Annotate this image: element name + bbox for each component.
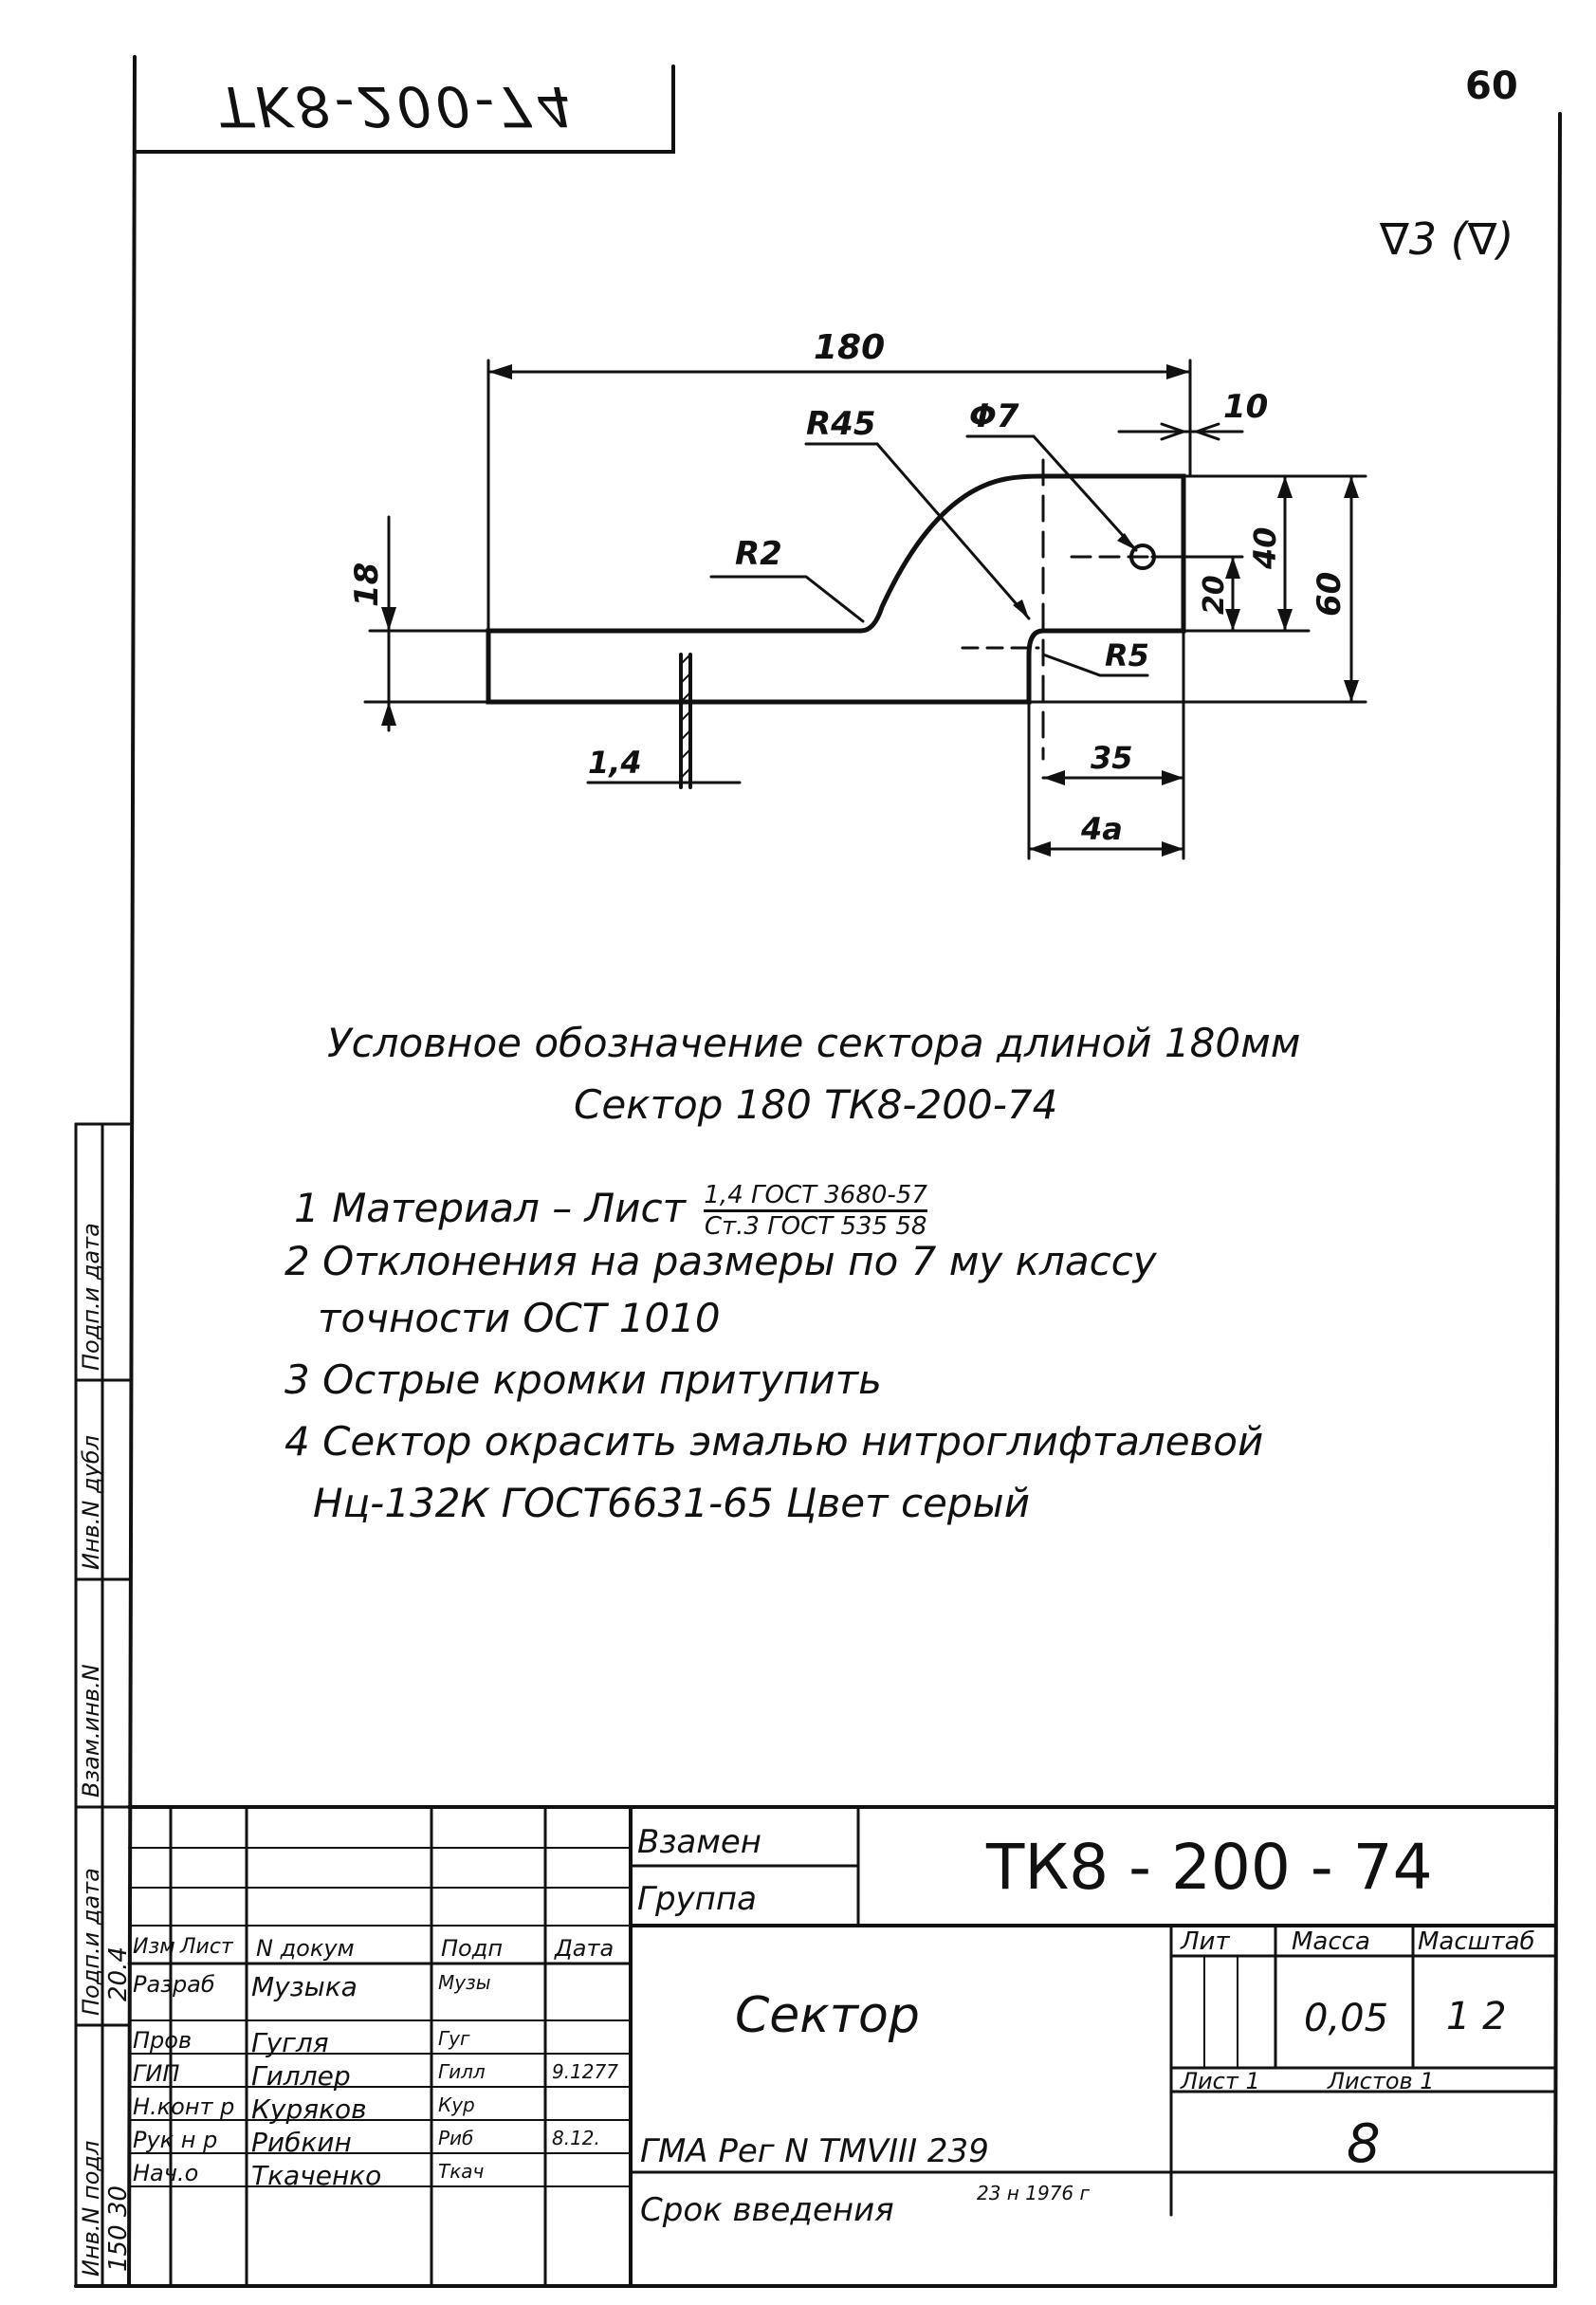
- part-outline: [486, 473, 1186, 705]
- signature-role: Нач.о: [133, 2160, 199, 2186]
- material-numerator: 1,4 ГОСТ 3680-57: [704, 1181, 927, 1212]
- dim-r5-text: R5: [1105, 637, 1149, 673]
- dim-arrows: [381, 364, 1359, 857]
- dim-10-arrow-r: [1160, 422, 1185, 441]
- signature-date: 8.12.: [552, 2127, 600, 2149]
- tb-doc-code: ТК8 - 200 - 74: [986, 1831, 1433, 1904]
- dim-r2-text: R2: [735, 535, 782, 573]
- signature-name: Гугля: [251, 2027, 329, 2058]
- note-item-4-line-1: 4 Сектор окрасить эмалью нитроглифталево…: [284, 1418, 1264, 1465]
- tb-sheet-label: Лист 1: [1181, 2068, 1260, 2094]
- note-item-2-line-1: 2 Отклонения на размеры по 7 му классу: [284, 1238, 1157, 1284]
- side-label-inv-podl: Инв.N подл: [78, 2140, 104, 2277]
- dim-20-text: 20: [1198, 575, 1231, 615]
- side-label-inv-dubl: Инв.N дубл: [78, 1435, 104, 1570]
- leader-r5: [1041, 653, 1149, 677]
- dim-r45-text: R45: [806, 405, 876, 443]
- dim-35-text: 35: [1091, 740, 1133, 776]
- note-item-1: 1 Материал – Лист 1,4 ГОСТ 3680-57 Ст.3 …: [294, 1181, 927, 1241]
- note-item-4-line-2: Нц-132К ГОСТ6631-65 Цвет серый: [313, 1480, 1030, 1526]
- material-denominator: Ст.3 ГОСТ 535 58: [704, 1212, 927, 1241]
- signature-role: Разраб: [133, 1971, 215, 1998]
- tb-gruppa: Группа: [637, 1880, 757, 1918]
- signature-sign: Музы: [438, 1971, 491, 1994]
- signature-name: Рибкин: [251, 2127, 352, 2158]
- signature-sign: Кур: [438, 2093, 475, 2116]
- signature-sign: Гуг: [438, 2027, 470, 2050]
- side-value-inv: 150 30: [104, 2185, 133, 2272]
- signature-sign: Гилл: [438, 2060, 486, 2083]
- signature-name: Ткаченко: [251, 2160, 382, 2191]
- tb-lit-label: Лит: [1181, 1927, 1230, 1956]
- leader-r2: [709, 575, 865, 623]
- tb-term-value: 23 н 1976 г: [977, 2182, 1091, 2204]
- tb-zamen: Взамен: [637, 1823, 762, 1861]
- signature-date: 9.1277: [552, 2060, 618, 2083]
- tb-col-list: Лист: [180, 1935, 233, 1959]
- tb-sheets-label: Листов 1: [1328, 2068, 1435, 2094]
- leader-r45: [804, 442, 1031, 620]
- signature-name: Гиллер: [251, 2060, 351, 2092]
- signature-name: Куряков: [251, 2093, 367, 2125]
- tb-col-izm: Изм: [133, 1935, 175, 1959]
- dim-180-text: 180: [814, 328, 885, 367]
- designation-line-2: Сектор 180 ТК8-200-74: [574, 1081, 1058, 1128]
- side-label-podp-data-2: Подп.и дата: [78, 1223, 104, 1371]
- note-item-1-prefix: 1 Материал – Лист: [294, 1185, 687, 1231]
- dim-40-bottom-text: 4a: [1080, 811, 1123, 847]
- note-item-3: 3 Острые кромки притупить: [284, 1356, 882, 1403]
- tb-mass-label: Масса: [1292, 1927, 1370, 1956]
- signature-sign: Ткач: [438, 2160, 485, 2183]
- dim-phi7-text: Φ7: [969, 397, 1019, 435]
- dim-60-text: 60: [1311, 572, 1348, 617]
- tb-scale-value: 1 2: [1446, 1995, 1507, 2038]
- tb-mass-value: 0,05: [1304, 1997, 1389, 2040]
- dim-10-text: 10: [1223, 388, 1268, 426]
- signature-sign: Риб: [438, 2127, 474, 2149]
- page-number: 60: [1465, 65, 1518, 108]
- side-label-podp-data-1: Подп.и дата: [78, 1868, 104, 2016]
- signature-role: Пров: [133, 2027, 193, 2054]
- tb-col-data: Дата: [555, 1935, 615, 1962]
- roughness-symbol: ∇3 (∇): [1380, 213, 1514, 265]
- dim-40-text: 40: [1247, 526, 1283, 570]
- tb-col-ndokum: N докум: [256, 1935, 355, 1962]
- signature-role: Рук н р: [133, 2127, 218, 2153]
- signature-name: Музыка: [251, 1971, 358, 2002]
- tb-col-podp: Подп: [441, 1935, 504, 1962]
- dim-18-text: 18: [348, 562, 386, 607]
- leader-phi7: [965, 434, 1138, 552]
- dim-10-arrow-l: [1195, 422, 1220, 441]
- tb-scale-label: Масштаб: [1418, 1927, 1535, 1956]
- side-label-vzam-inv: Взам.инв.N: [78, 1664, 104, 1798]
- note-item-2-line-2: точности ОСТ 1010: [318, 1295, 721, 1341]
- tb-term: Срок введения: [640, 2191, 894, 2229]
- tb-bottom-number: 8: [1347, 2113, 1381, 2175]
- signature-role: Н.конт р: [133, 2093, 235, 2120]
- signature-role: ГИП: [133, 2060, 180, 2087]
- tb-part-name: Сектор: [735, 1987, 920, 2044]
- side-value-podp: 20.4: [104, 1946, 133, 2001]
- header-doc-code-flipped: TK8-200-74: [218, 74, 576, 138]
- frame-right-border: [1553, 112, 1562, 2288]
- dim-14-text: 1,4: [588, 745, 642, 781]
- frame-left-border: [127, 55, 137, 2288]
- section-hatch: [680, 654, 691, 779]
- header-stamp-box: [133, 65, 675, 154]
- designation-line-1: Условное обозначение сектора длиной 180м…: [327, 1020, 1301, 1066]
- tb-reg: ГМА Рег N ТМVIII 239: [640, 2132, 989, 2170]
- material-fraction: 1,4 ГОСТ 3680-57 Ст.3 ГОСТ 535 58: [704, 1181, 927, 1241]
